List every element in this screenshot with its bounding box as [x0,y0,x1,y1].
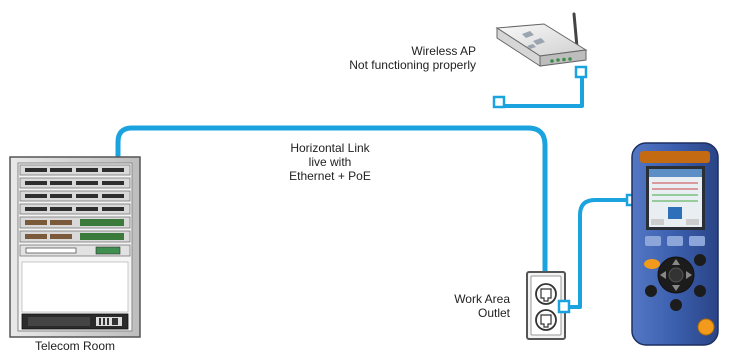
work-area-outlet-label: Work Area Outlet [420,292,510,320]
horizontal-link-cable [115,125,548,275]
server-rack-icon [9,156,141,338]
outlet-label-line1: Work Area [454,292,510,306]
horizontal-link-title: Horizontal Link [290,141,370,155]
horizontal-link-label: Horizontal Link live with Ethernet + PoE [240,141,420,183]
wireless-ap-title: Wireless AP [411,44,476,58]
telecom-room-label: Telecom Room [34,339,116,353]
network-tester-icon [631,142,719,346]
wall-outlet-icon [526,271,571,340]
horizontal-link-line3: Ethernet + PoE [289,169,371,183]
wireless-ap-label: Wireless AP Not functioning properly [296,44,476,72]
tester-patch-cable [563,198,634,309]
wireless-ap-status: Not functioning properly [349,58,476,72]
outlet-label-line2: Outlet [477,306,510,320]
horizontal-link-line2: live with [308,155,352,169]
wireless-ap-icon [495,12,588,67]
ap-patch-cable [498,71,584,108]
ap-connector-icon [492,95,506,109]
ap-port-icon [574,65,588,79]
